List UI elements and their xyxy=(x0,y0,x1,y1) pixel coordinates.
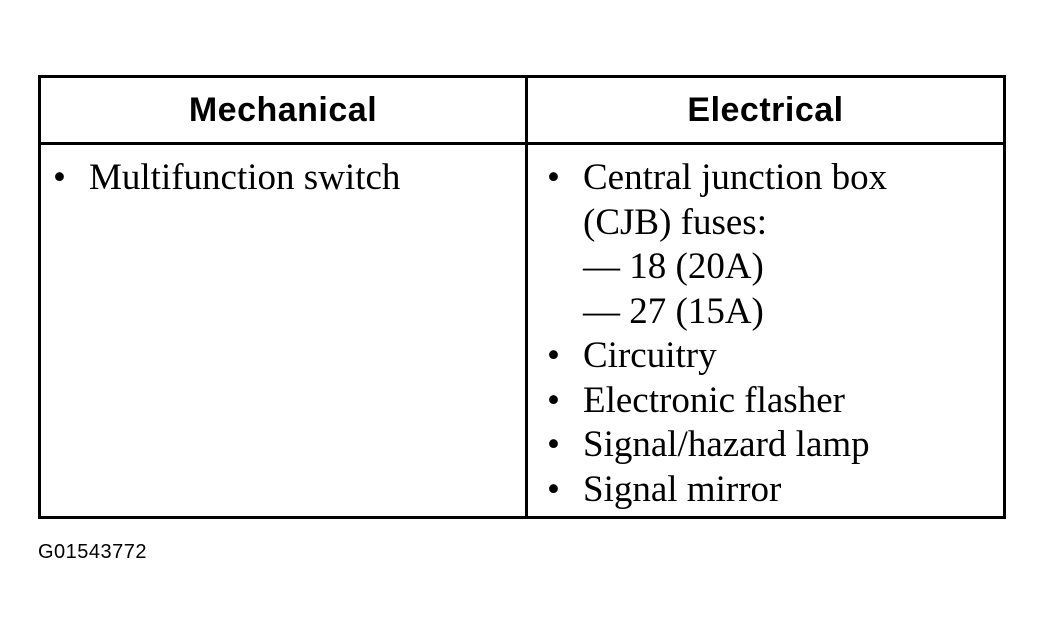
list-item-label: Multifunction switch xyxy=(89,157,401,198)
bullet-icon: • xyxy=(547,468,560,510)
list-item: • Central junction box xyxy=(547,156,997,201)
component-table: Mechanical Electrical • Multifunction sw… xyxy=(38,75,1006,519)
sub-item-label: — 27 (15A) xyxy=(583,290,764,332)
list-item-label: Circuitry xyxy=(583,335,717,376)
sub-item: — 27 (15A) xyxy=(547,290,997,335)
list-item: • Multifunction switch xyxy=(53,156,513,201)
bullet-icon: • xyxy=(53,157,66,198)
list-item-label: Signal/hazard lamp xyxy=(583,424,870,465)
figure-code: G01543772 xyxy=(38,541,148,563)
list-item: • Signal/hazard lamp xyxy=(547,423,997,468)
list-item-label: Electronic flasher xyxy=(583,379,845,421)
header-divider xyxy=(41,142,1003,145)
bullet-icon: • xyxy=(547,335,560,376)
header-electrical: Electrical xyxy=(687,90,844,129)
column-divider xyxy=(525,78,528,516)
bullet-icon: • xyxy=(547,424,560,465)
list-item-label: (CJB) fuses: xyxy=(583,201,767,243)
list-item-label: Central junction box xyxy=(583,157,888,198)
list-item-continuation: (CJB) fuses: xyxy=(547,201,997,246)
list-item: • Electronic flasher xyxy=(547,379,997,424)
sub-item-label: — 18 (20A) xyxy=(583,246,764,287)
header-mechanical: Mechanical xyxy=(188,90,378,129)
list-item: • Signal mirror xyxy=(547,468,997,513)
bullet-icon: • xyxy=(547,379,560,421)
bullet-icon: • xyxy=(547,157,560,198)
list-item: • Circuitry xyxy=(547,334,997,379)
mechanical-column: • Multifunction switch xyxy=(53,156,513,201)
sub-item: — 18 (20A) xyxy=(547,245,997,290)
list-item-label: Signal mirror xyxy=(583,468,782,510)
electrical-column: • Central junction box (CJB) fuses: — 18… xyxy=(547,156,997,512)
